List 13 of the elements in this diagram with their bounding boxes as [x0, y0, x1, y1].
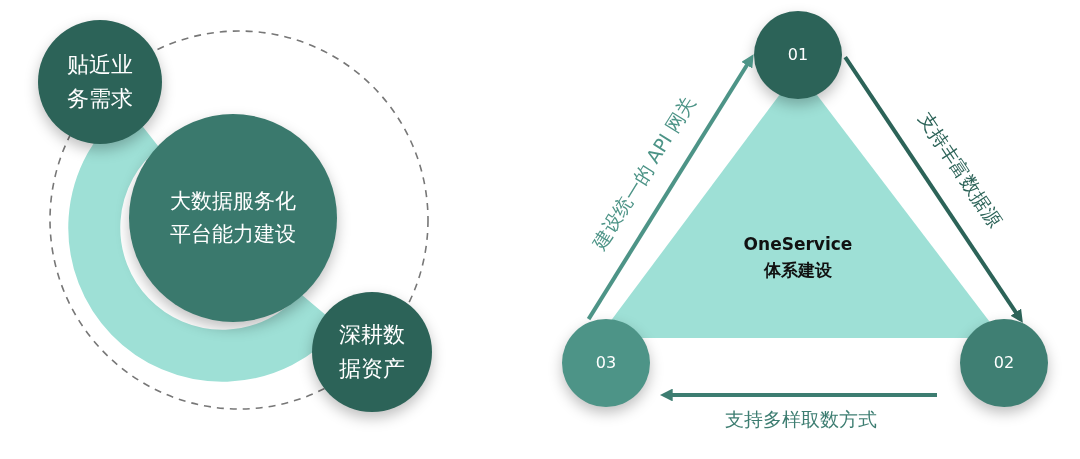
edge-label: 支持丰富数据源 [912, 107, 1007, 233]
circle-node: 贴近业务需求 [38, 20, 162, 144]
arrow [659, 388, 937, 402]
circle-node: 02 [960, 319, 1048, 407]
circle-node: 深耕数据资产 [312, 292, 432, 412]
arrow [586, 54, 754, 321]
edge-label: 支持多样取数方式 [725, 407, 877, 432]
circle-node: 大数据服务化平台能力建设 [129, 114, 337, 322]
edge-label: 建设统一的 API 网关 [587, 91, 701, 255]
center-label: OneService 体系建设 [742, 233, 854, 282]
circle-node: 01 [754, 11, 842, 99]
arrow [843, 56, 1023, 323]
circle-node: 03 [562, 319, 650, 407]
